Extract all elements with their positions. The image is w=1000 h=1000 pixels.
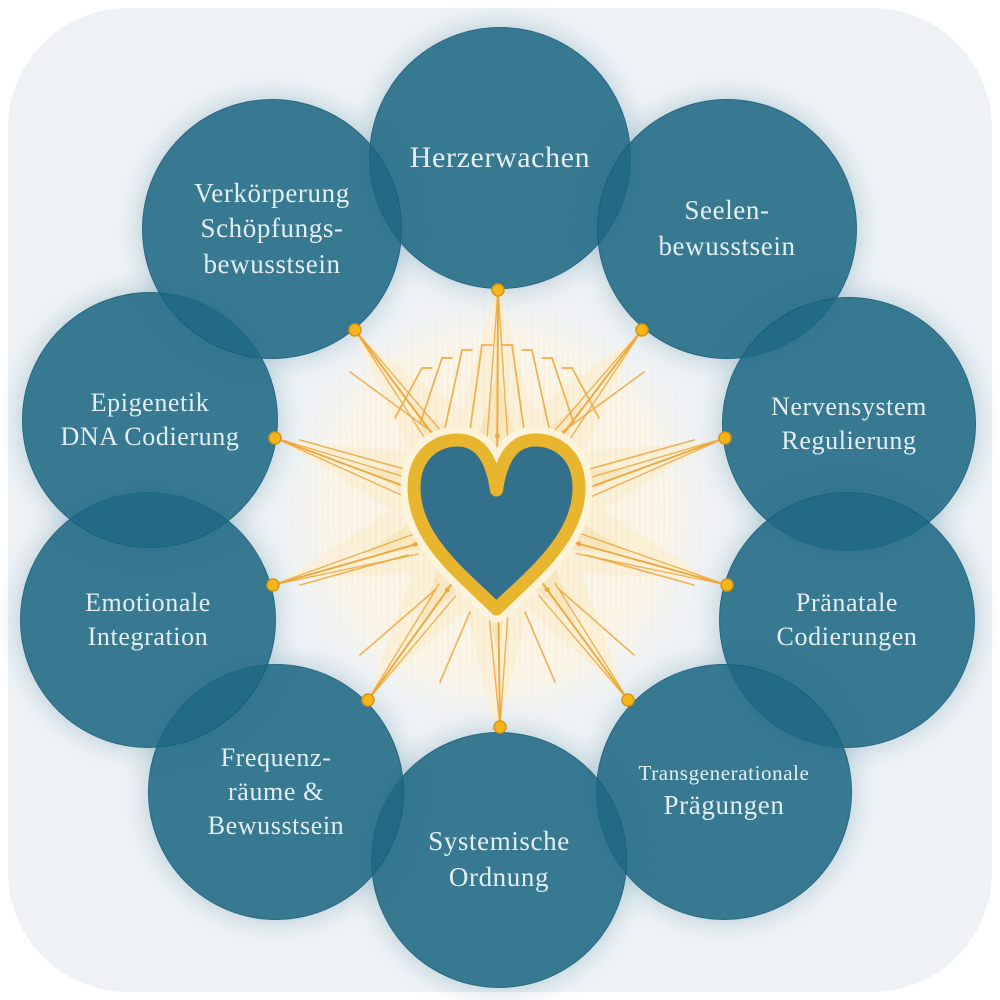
connector-dot [718, 431, 732, 445]
circle-herzerwachen: Herzerwachen [369, 27, 631, 289]
circle-label-line: Verkörperung [194, 177, 350, 208]
circle-label-line: Herzerwachen [409, 141, 591, 175]
circle-label-line: Systemische [428, 826, 570, 857]
connector-node [412, 541, 418, 547]
circle-label: Herzerwachen [410, 138, 590, 178]
circle-label-line: Prägungen [663, 790, 785, 821]
circle-label-line: bewusstsein [658, 231, 796, 261]
connector-dot [491, 283, 505, 297]
circle-label-line: Emotionale [85, 587, 211, 617]
connector-dot [266, 578, 280, 592]
secondary-rays [299, 371, 695, 683]
connector-dot [635, 323, 649, 337]
circle-label: Frequenz-räume & Bewusstsein [208, 741, 345, 844]
connector-node [576, 541, 582, 547]
circle-label-line: Epigenetik [90, 387, 210, 417]
circle-label-line: Transgenerationale [638, 761, 810, 786]
circle-label: Seelen-bewusstsein [658, 193, 795, 264]
circle-label-line: bewusstsein [203, 248, 341, 279]
connector-dot [493, 720, 507, 734]
connector-dot [720, 578, 734, 592]
circle-label-line: DNA Codierung [60, 422, 240, 451]
connector-dot [361, 693, 375, 707]
circle-label-line: Schöpfungs- [200, 213, 344, 244]
connector-node [544, 587, 550, 592]
circle-label-line: Ordnung [448, 862, 550, 892]
circle-label-line: Pränatale [795, 587, 899, 617]
circle-label-line: Regulierung [781, 426, 917, 455]
connector-dot [348, 323, 362, 337]
circle-label-line: Integration [87, 622, 209, 651]
connector-dot [621, 693, 635, 707]
heart-icon [407, 433, 586, 616]
circle-label-line: Codierungen [776, 622, 918, 651]
stepped-ray-fan [394, 344, 600, 431]
circle-label-line: Seelen- [684, 195, 770, 226]
circle-label-line: räume & [228, 776, 324, 806]
center-heart [400, 426, 593, 623]
connector-dot [268, 431, 282, 445]
circle-label-line: Bewusstsein [207, 811, 345, 841]
connector-node [444, 587, 450, 593]
connector-node [494, 433, 500, 439]
circle-label-line: Frequenz- [220, 742, 332, 772]
circle-label-line: Nervensystem [771, 391, 927, 421]
